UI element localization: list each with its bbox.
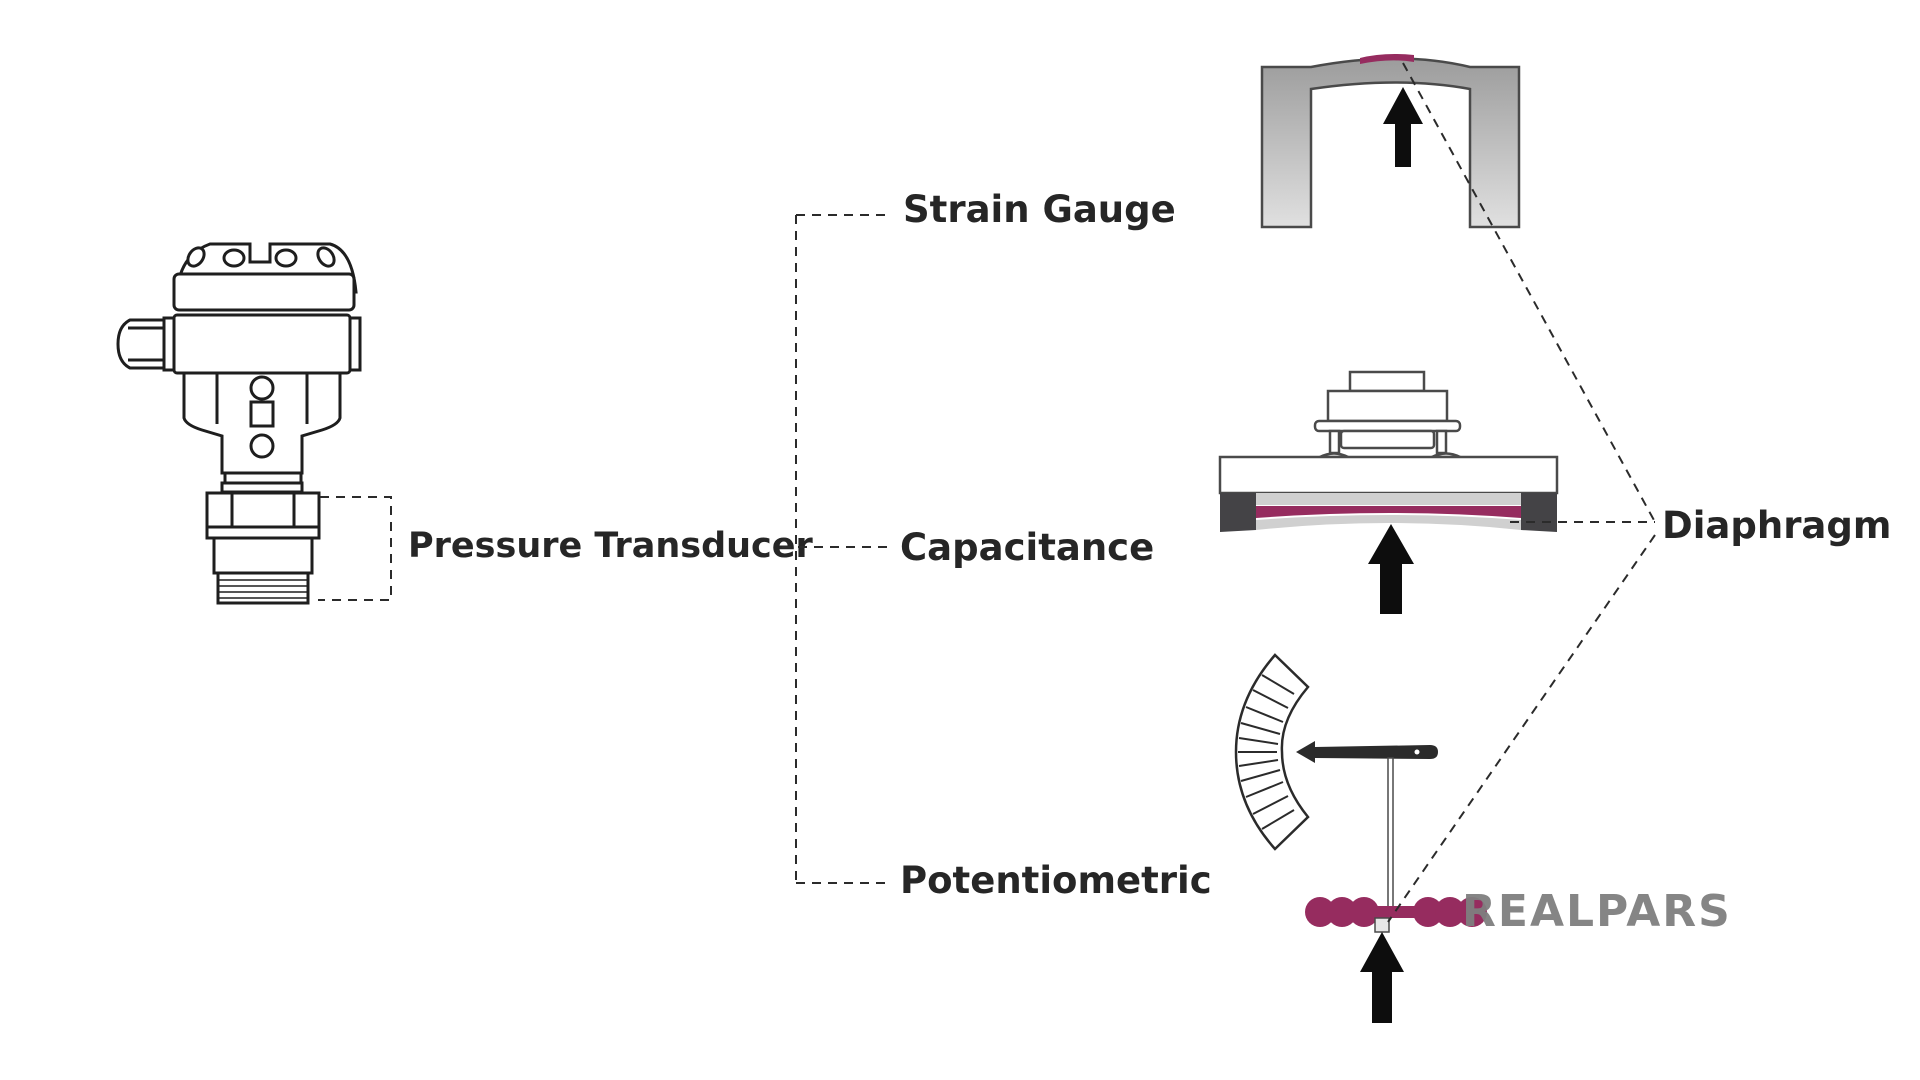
realpars-logo: REALPARS — [1462, 886, 1732, 937]
pressure-arrow-icon — [1360, 932, 1404, 1023]
housing-left-block — [1220, 493, 1256, 532]
dielectric-layer — [1256, 506, 1521, 518]
strain-gauge-element — [1360, 54, 1414, 64]
type-label-strain-gauge: Strain Gauge — [903, 188, 1176, 231]
push-rod — [1387, 757, 1394, 914]
housing-right-block — [1521, 493, 1557, 532]
pressure-arrow-icon — [1383, 87, 1423, 167]
diaphragm-leader-strain — [1402, 62, 1656, 523]
capacitor-housing — [1218, 455, 1559, 495]
diaphragm-label: Diaphragm — [1662, 504, 1891, 547]
pressure-arrow-icon — [1368, 524, 1414, 614]
type-label-capacitance: Capacitance — [900, 526, 1154, 569]
type-label-potentiometric: Potentiometric — [900, 859, 1212, 902]
strain-gauge-illustration — [1260, 54, 1521, 229]
root-label: Pressure Transducer — [408, 526, 814, 566]
diaphragm-beads — [1305, 897, 1487, 927]
wiper-arrow-icon — [1296, 741, 1438, 763]
diaphragm-plate — [1256, 515, 1521, 530]
pressure-transducer-icon — [116, 242, 362, 605]
gauge-beam — [1260, 57, 1521, 229]
capacitance-illustration — [1218, 370, 1559, 614]
sensor-bracket — [318, 496, 392, 601]
fixed-plate — [1256, 493, 1521, 505]
diaphragm-leader-potentiometric — [1387, 534, 1656, 923]
potentiometric-illustration — [1234, 653, 1487, 1023]
